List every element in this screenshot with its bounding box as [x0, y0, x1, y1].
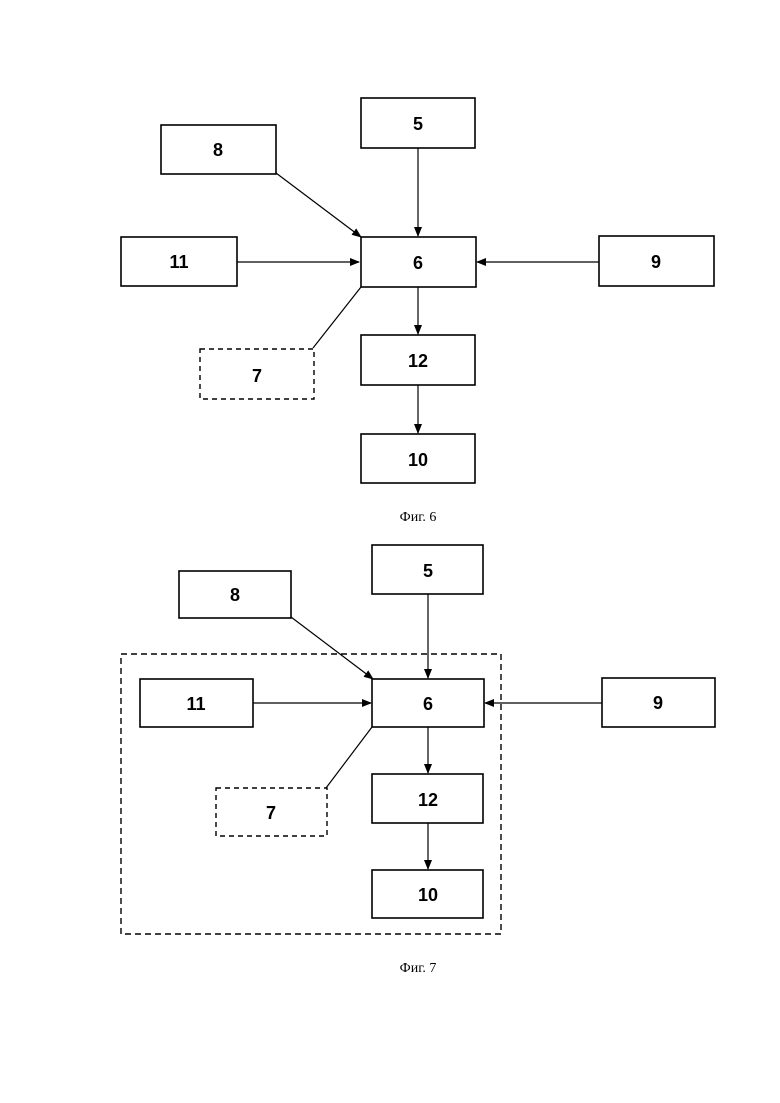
- fig7-link-6-to-7: [326, 727, 372, 788]
- fig7-block-8: 8: [179, 571, 291, 618]
- fig6-block-7-label: 7: [252, 366, 262, 386]
- fig6-block-9: 9: [599, 236, 714, 286]
- fig6-block-6-label: 6: [413, 253, 423, 273]
- fig7-arrow-8-to-6: [291, 617, 373, 679]
- fig7-block-6-label: 6: [423, 694, 433, 714]
- fig6-block-10-label: 10: [408, 450, 428, 470]
- fig7-block-10-label: 10: [418, 885, 438, 905]
- fig7-block-12: 12: [372, 774, 483, 823]
- fig6-block-5-label: 5: [413, 114, 423, 134]
- fig7-caption: Фиг. 7: [400, 961, 437, 976]
- fig7-block-10: 10: [372, 870, 483, 918]
- fig7-block-7-label: 7: [266, 803, 276, 823]
- fig6-block-9-label: 9: [651, 252, 661, 272]
- fig7-block-5: 5: [372, 545, 483, 594]
- fig6-block-8: 8: [161, 125, 276, 174]
- fig6-block-7: 7: [200, 349, 314, 399]
- fig6-block-8-label: 8: [213, 140, 223, 160]
- figure-6: 5 8 11 6 9 7 12: [121, 98, 714, 525]
- fig6-arrow-8-to-6: [276, 173, 361, 237]
- fig6-block-11-label: 11: [169, 252, 188, 272]
- fig6-link-6-to-7: [313, 287, 361, 348]
- fig6-block-12-label: 12: [408, 351, 428, 371]
- fig7-block-11: 11: [140, 679, 253, 727]
- fig7-block-8-label: 8: [230, 585, 240, 605]
- fig6-block-10: 10: [361, 434, 475, 483]
- figure-7: 5 8 11 6 9 7 12: [121, 545, 715, 976]
- fig7-block-7: 7: [216, 788, 327, 836]
- fig7-block-6: 6: [372, 679, 484, 727]
- fig6-block-6: 6: [361, 237, 476, 287]
- fig6-block-11: 11: [121, 237, 237, 286]
- fig6-block-12: 12: [361, 335, 475, 385]
- fig7-block-9-label: 9: [653, 693, 663, 713]
- fig6-caption: Фиг. 6: [400, 510, 437, 525]
- fig6-block-5: 5: [361, 98, 475, 148]
- fig7-block-5-label: 5: [423, 561, 433, 581]
- fig7-block-9: 9: [602, 678, 715, 727]
- fig7-block-12-label: 12: [418, 790, 438, 810]
- fig7-block-11-label: 11: [186, 694, 205, 714]
